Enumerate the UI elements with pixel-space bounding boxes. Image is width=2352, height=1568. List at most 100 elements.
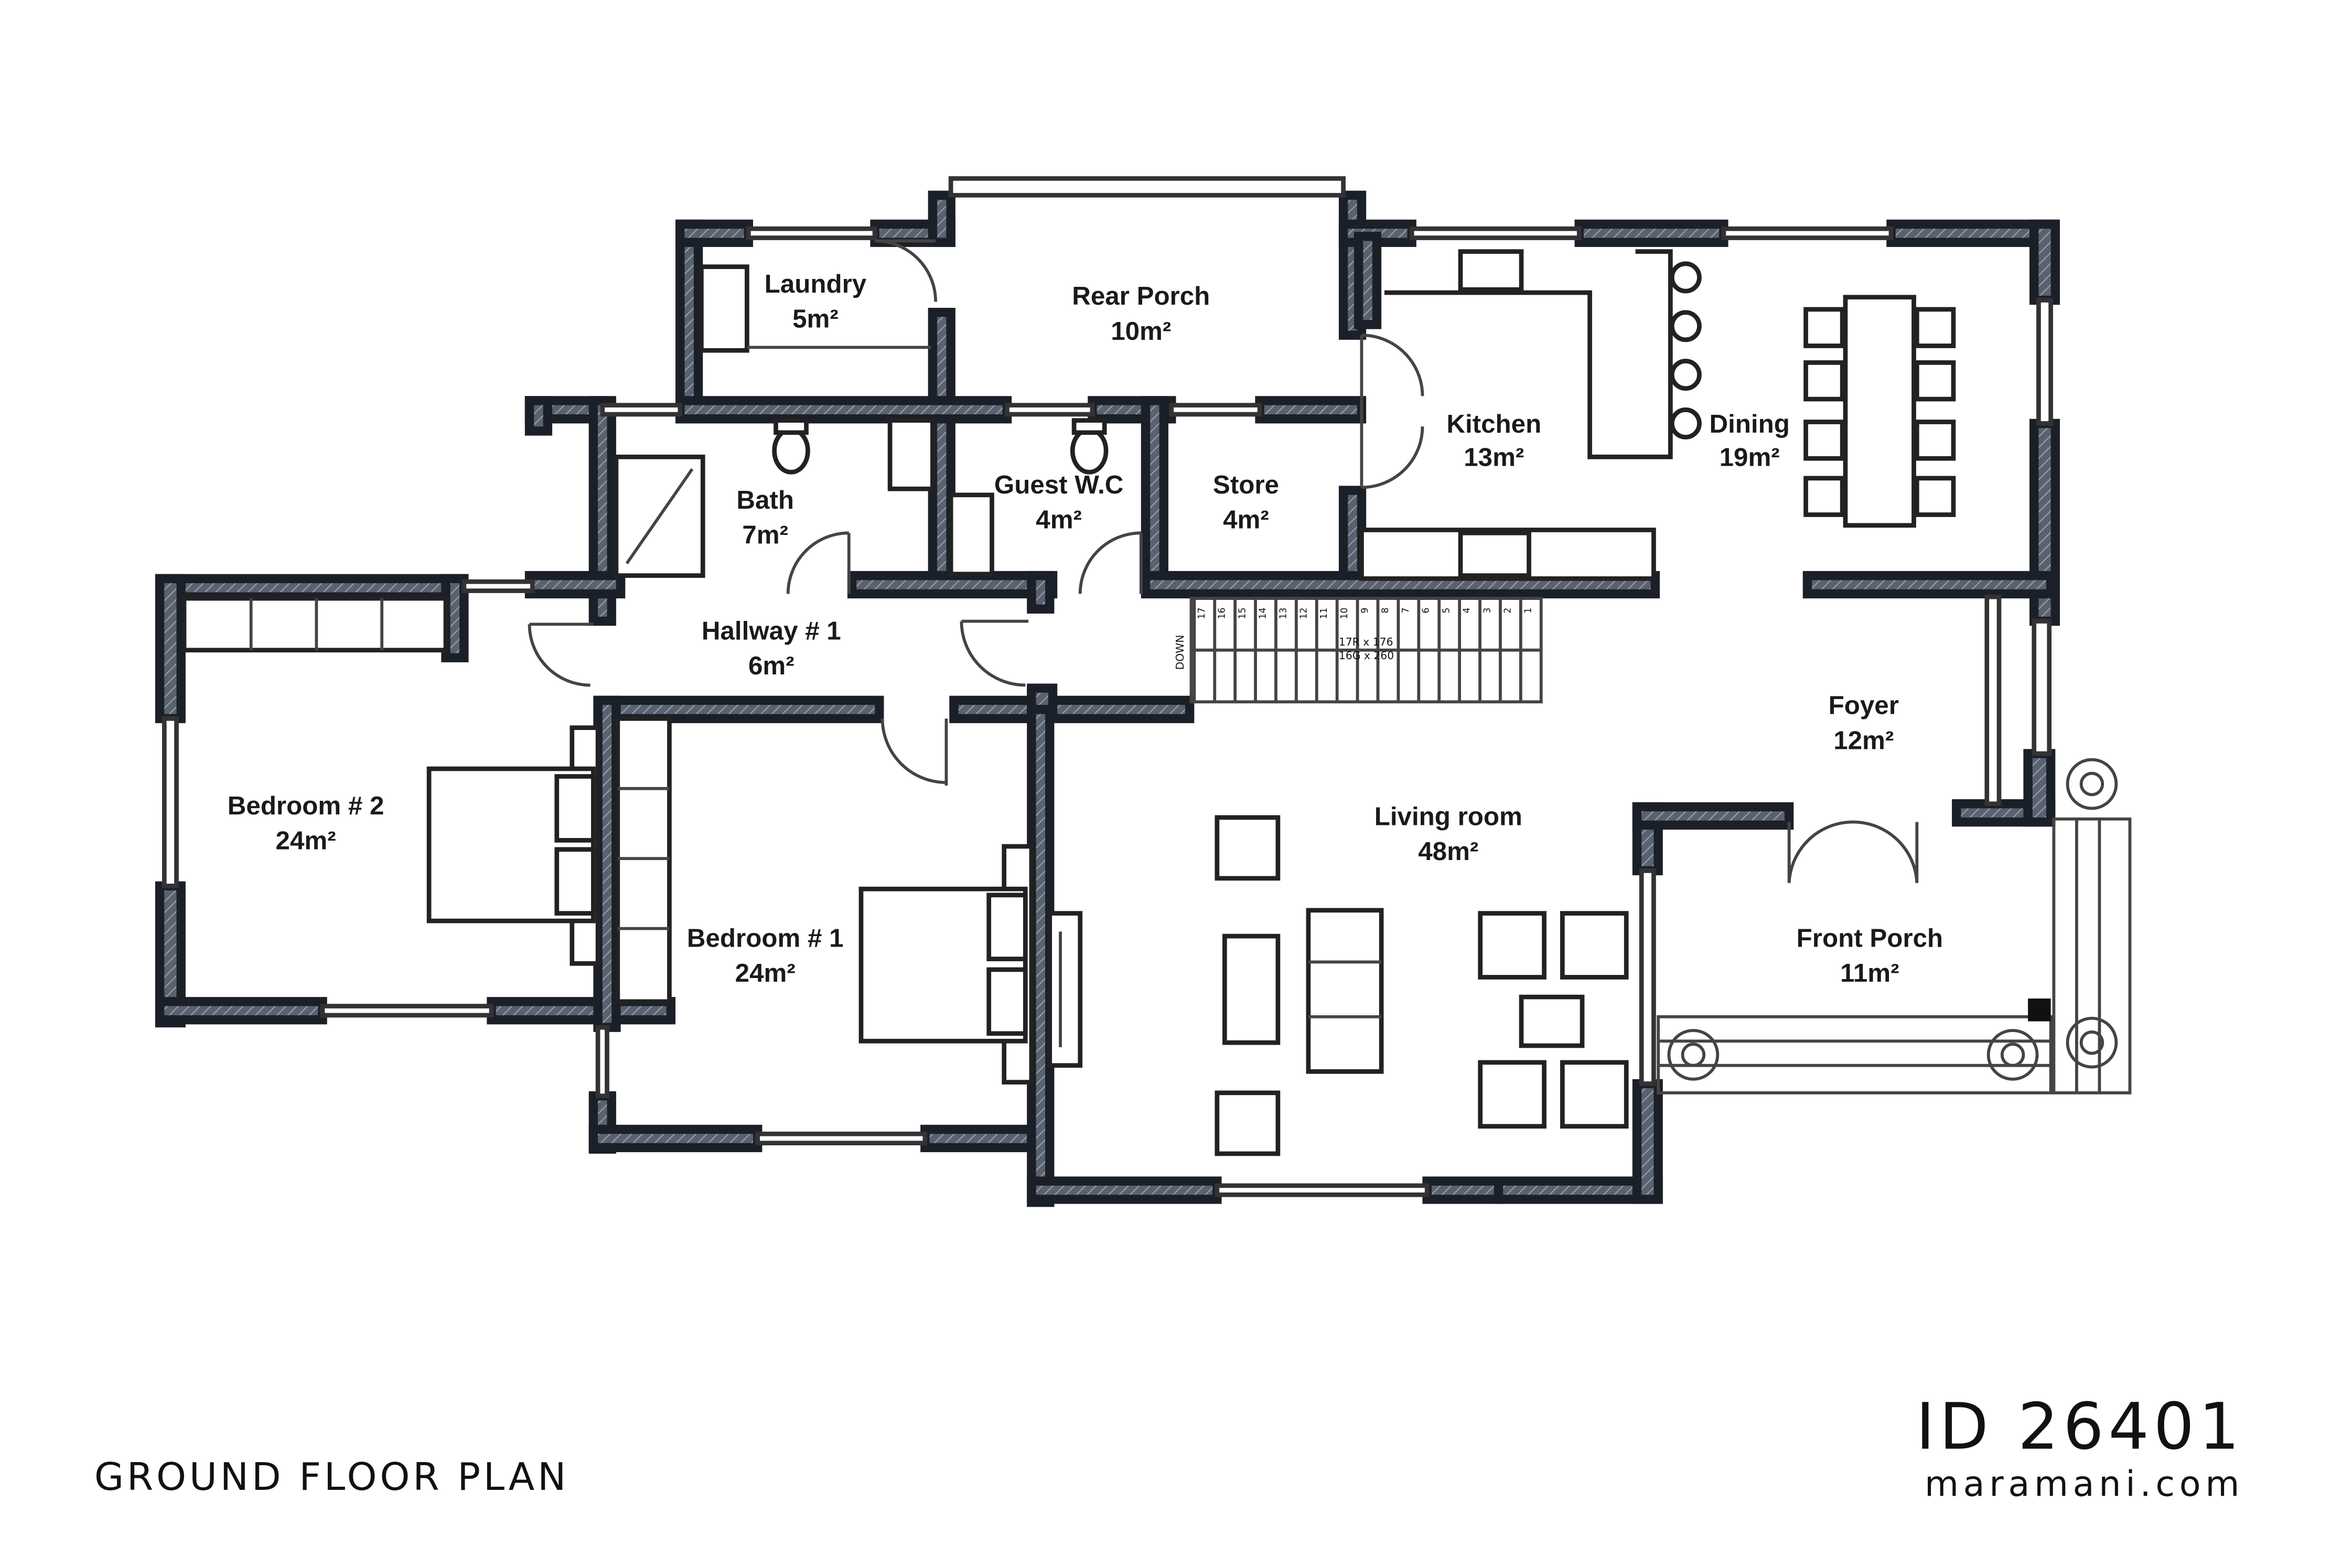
wall (1354, 231, 1382, 329)
stair-step-number: 12 (1298, 607, 1309, 619)
room-area: 19m² (1720, 443, 1780, 472)
doors (528, 239, 1919, 883)
door-swing (960, 621, 1026, 687)
pillow (554, 774, 596, 843)
armchair (1478, 1060, 1546, 1129)
window (595, 1025, 609, 1099)
wall (1632, 1079, 1663, 1204)
tv-unit (1047, 911, 1083, 1068)
window (2036, 298, 2053, 426)
door-swing (880, 718, 947, 784)
room-area: 24m² (276, 826, 336, 855)
planter-icon (2066, 1016, 2118, 1069)
room-bedroom-1: Bedroom # 1 24m² (687, 923, 844, 987)
room-living-room: Living room 48m² (1374, 802, 1522, 866)
stove-icon (1458, 530, 1531, 578)
room-kitchen: Kitchen 13m² (1446, 410, 1541, 472)
front-porch-steps (1657, 758, 2132, 1094)
room-area: 6m² (748, 651, 794, 680)
porch-step (1657, 1015, 2053, 1094)
armchair (1478, 911, 1546, 980)
toilet-icon (772, 427, 810, 475)
room-name: Bedroom # 2 (228, 791, 384, 820)
wall (1027, 571, 1055, 614)
room-front-porch: Front Porch 11m² (1797, 923, 1943, 987)
window (948, 176, 1346, 198)
plan-caption: GROUND FLOOR PLAN ID 26401 maramani.com (94, 1390, 2244, 1505)
planter-icon (1986, 1029, 2039, 1081)
stair-step-number: 9 (1360, 607, 1370, 613)
armchair (1215, 1090, 1281, 1156)
wall (441, 574, 469, 662)
stair-step-number: 3 (1482, 607, 1492, 613)
stair-step-number: 11 (1319, 607, 1329, 619)
dining-chair (1803, 476, 1845, 517)
room-name: Hallway # 1 (702, 616, 841, 645)
room-name: Guest W.C (994, 470, 1124, 499)
wall (1802, 571, 2056, 599)
room-laundry: Laundry 5m² (765, 270, 867, 334)
room-area: 4m² (1036, 506, 1082, 534)
stair-step-number: 17 (1197, 607, 1207, 619)
door-swing (786, 531, 849, 594)
stair-step-number: 1 (1523, 607, 1533, 613)
wall (155, 997, 327, 1025)
wall (1027, 683, 1058, 714)
wc-basin (948, 492, 994, 577)
stair-step-number: 4 (1462, 607, 1473, 613)
double-door-swing (1787, 820, 1919, 883)
porch-step (2052, 817, 2132, 1094)
stair-step-number: 13 (1278, 607, 1288, 619)
wall (949, 695, 1195, 723)
windows (162, 176, 2053, 1197)
dining-chair (1914, 360, 1956, 402)
wall (1027, 688, 1055, 1207)
window (320, 1004, 494, 1018)
stair-step-number: 5 (1442, 607, 1452, 613)
pillow (986, 967, 1028, 1036)
door-swing (875, 239, 938, 302)
stair-step-number: 2 (1502, 607, 1513, 613)
room-name: Store (1213, 470, 1279, 499)
wall (1574, 219, 1728, 247)
wall (588, 1124, 762, 1153)
wall (675, 219, 703, 424)
stair-step-number: 16 (1217, 607, 1228, 619)
room-area: 10m² (1111, 317, 1171, 346)
wall (1141, 396, 1168, 596)
wall (2029, 219, 2060, 305)
bar-stool (1669, 359, 1702, 391)
laundry-sink (699, 264, 749, 353)
room-area: 11m² (1840, 959, 1899, 987)
wall (155, 574, 469, 602)
bar-stool (1669, 261, 1702, 294)
window (1005, 403, 1095, 417)
pillow (554, 847, 596, 916)
room-name: Bedroom # 1 (687, 923, 844, 952)
room-bath: Bath 7m² (736, 486, 794, 550)
toilet-icon (1070, 427, 1109, 475)
wall (1422, 1176, 1503, 1204)
window (162, 716, 179, 888)
room-guest-wc: Guest W.C 4m² (994, 470, 1124, 534)
wall (847, 571, 1058, 599)
window (1169, 403, 1262, 417)
porch-column (2028, 998, 2051, 1022)
wall (1255, 396, 1367, 424)
stair-direction-label: DOWN (1174, 635, 1186, 670)
plan-id: ID 26401 (1916, 1390, 2244, 1464)
toilet-tank (1071, 418, 1107, 435)
planter-icon (1667, 1029, 1720, 1081)
wall (593, 695, 621, 1032)
room-foyer: Foyer 12m² (1829, 691, 1899, 755)
planter-icon (2000, 1043, 2025, 1067)
room-name: Rear Porch (1072, 282, 1210, 310)
stair-step-number: 6 (1421, 607, 1432, 613)
room-store: Store 4m² (1213, 470, 1279, 534)
stair-step-number: 7 (1401, 607, 1411, 613)
room-hallway-1: Hallway # 1 6m² (702, 616, 841, 680)
bar-stool (1669, 310, 1702, 342)
room-area: 13m² (1464, 443, 1524, 472)
room-name: Laundry (765, 270, 867, 298)
